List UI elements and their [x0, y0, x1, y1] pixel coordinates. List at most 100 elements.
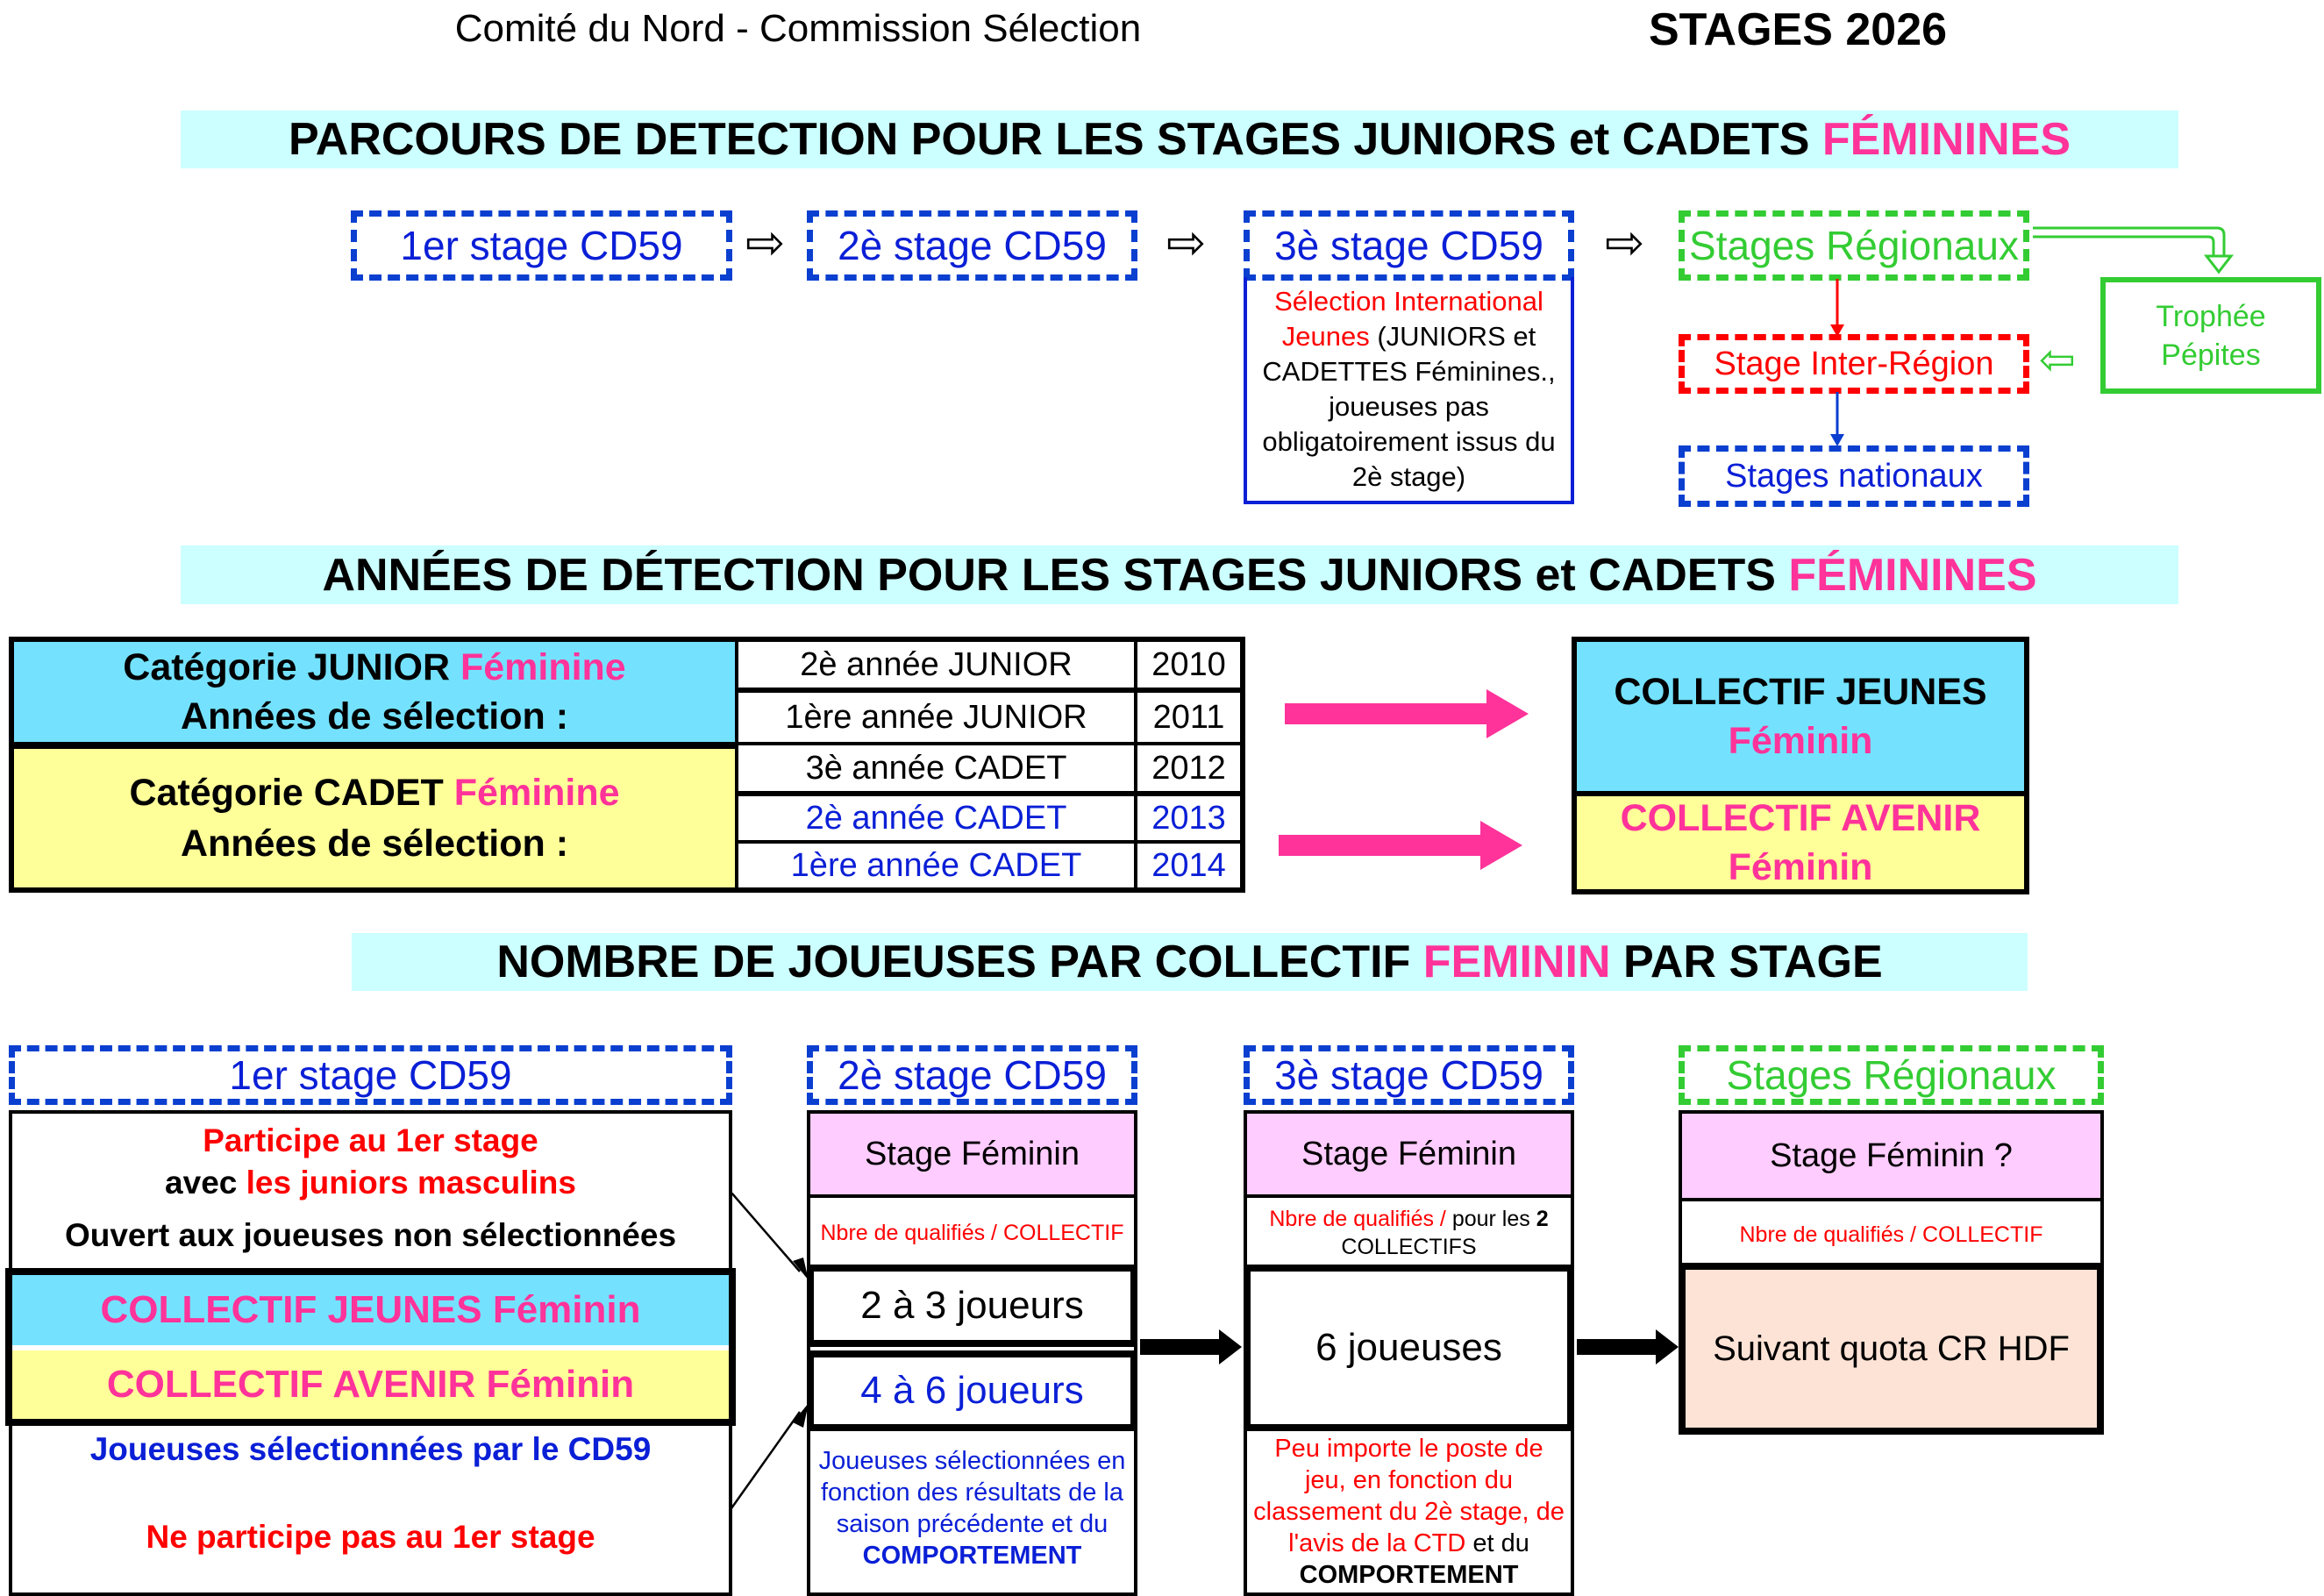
year-row-value: 2011	[1137, 693, 1240, 742]
flow-inter-region-label: Stage Inter-Région	[1714, 345, 1994, 382]
col1-selectionnees: Joueuses sélectionnées par le CD59	[89, 1431, 652, 1467]
col4-quota-label: Suivant quota CR HDF	[1713, 1329, 2070, 1368]
col3-count: 6 joueuses	[1244, 1265, 1574, 1431]
col2-avenir-count: 4 à 6 joueurs	[807, 1350, 1137, 1431]
flow-regional-label: Stages Régionaux	[1689, 223, 2019, 268]
flow-stage3-box: 3è stage CD59	[1244, 210, 1574, 281]
col3-stage-label: Stage Féminin	[1301, 1135, 1516, 1172]
col4-body: Stage Féminin ? Nbre de qualifiés / COLL…	[1679, 1110, 2104, 1268]
arrow-right-icon: ⇨	[1166, 217, 1207, 269]
arrow-right-pink-icon	[1279, 821, 1522, 870]
arrow-right-thick-icon	[1577, 1329, 1679, 1364]
col1-collectif-avenir: COLLECTIF AVENIR Féminin	[12, 1350, 729, 1419]
col2-avenir-count-label: 4 à 6 joueurs	[860, 1369, 1084, 1412]
flow-nationaux-box: Stages nationaux	[1679, 445, 2029, 507]
organization-title: Comité du Nord - Commission Sélection	[454, 7, 1142, 50]
junior-category-cell: Catégorie JUNIOR Féminine Années de séle…	[14, 642, 735, 742]
arrow-right-icon: ⇨	[1605, 217, 1645, 269]
year-row-label: 1ère année CADET	[738, 844, 1134, 887]
cadet-category-cell: Catégorie CADET Féminine Années de sélec…	[14, 749, 735, 887]
flow-stage2-box: 2è stage CD59	[807, 210, 1137, 281]
col1-collectif-jeunes-label: COLLECTIF JEUNES Féminin	[100, 1288, 641, 1331]
col3-nbre-red: Nbre de qualifiés /	[1269, 1207, 1452, 1231]
collectif-avenir-cell: COLLECTIF AVENIR Féminin	[1577, 796, 2024, 889]
col4-header-label: Stages Régionaux	[1726, 1052, 2057, 1098]
flow-stage1-label: 1er stage CD59	[400, 223, 683, 268]
col1-collectif-avenir-label: COLLECTIF AVENIR Féminin	[106, 1363, 635, 1406]
col1-ouvert: Ouvert aux joueuses non sélectionnées	[64, 1217, 677, 1253]
year-row-value: 2012	[1137, 745, 1240, 791]
collectif-avenir-accent: Féminin	[1728, 846, 1873, 888]
cadet-category-accent: Féminine	[453, 772, 620, 814]
col2-jeunes-count-label: 2 à 3 joueurs	[860, 1284, 1084, 1327]
arrow-down-blue-icon	[1830, 392, 1844, 446]
col1-juniors-masculins: les juniors masculins	[246, 1165, 576, 1201]
section2-title-accent: FÉMININES	[1788, 549, 2037, 601]
col3-count-label: 6 joueuses	[1315, 1326, 1502, 1369]
col4-nbre-cell: Nbre de qualifiés / COLLECTIF	[1682, 1205, 2100, 1265]
collectif-box: COLLECTIF JEUNES Féminin COLLECTIF AVENI…	[1572, 637, 2029, 894]
junior-category-accent: Féminine	[460, 646, 626, 688]
col3-header-label: 3è stage CD59	[1274, 1052, 1543, 1098]
trophee-line2: Pépites	[2161, 338, 2261, 372]
arrow-right-thick-icon	[1140, 1329, 1242, 1364]
col3-nbre-black: pour les	[1451, 1207, 1536, 1231]
col1-ne-participe: Ne participe pas au 1er stage	[146, 1519, 595, 1555]
trophee-pepites-box: Trophée Pépites	[2100, 277, 2321, 394]
col1-header-label: 1er stage CD59	[229, 1052, 512, 1098]
junior-category-label: Catégorie JUNIOR	[123, 646, 451, 688]
col3-nbre-cell: Nbre de qualifiés / pour les 2 COLLECTIF…	[1247, 1201, 1571, 1265]
collectif-avenir-label: COLLECTIF AVENIR	[1620, 797, 1981, 839]
col3-note-black: et du	[1465, 1529, 1529, 1557]
arrow-right-pink-icon	[1285, 689, 1529, 738]
flow-stage1-box: 1er stage CD59	[351, 210, 732, 281]
col2-nbre-cell: Nbre de qualifiés / COLLECTIF	[810, 1201, 1134, 1265]
col1-body: Participe au 1er stage avec les juniors …	[5, 1110, 736, 1596]
col2-note: Joueuses sélectionnées en fonction des r…	[810, 1438, 1134, 1578]
col2-nbre-label: Nbre de qualifiés / COLLECTIF	[820, 1220, 1124, 1245]
year-row-label: 1ère année JUNIOR	[738, 693, 1134, 742]
col2-header: 2è stage CD59	[807, 1045, 1137, 1105]
stage3-detail-black: (JUNIORS et CADETTES Féminines., joueuse…	[1262, 320, 1556, 492]
flow-stage2-label: 2è stage CD59	[838, 223, 1107, 268]
flow-inter-region-box: Stage Inter-Région	[1679, 334, 2029, 394]
arrow-right-icon: ⇨	[745, 217, 786, 269]
col2-stage-cell: Stage Féminin	[810, 1114, 1134, 1198]
col3-body: Stage Féminin Nbre de qualifiés / pour l…	[1244, 1110, 1574, 1596]
col2-stage-label: Stage Féminin	[864, 1135, 1080, 1172]
arrow-left-green-icon: ⇦	[2039, 335, 2076, 384]
col1-collectifs-box: COLLECTIF JEUNES Féminin COLLECTIF AVENI…	[5, 1268, 736, 1426]
page-title: STAGES 2026	[1648, 4, 1948, 55]
stage3-detail-box: Sélection International Jeunes (JUNIORS …	[1244, 277, 1574, 504]
stage3-detail-red: Sélection International Jeunes	[1274, 285, 1543, 352]
section3-title: NOMBRE DE JOUEUSES PAR COLLECTIF	[496, 937, 1411, 987]
col1-header: 1er stage CD59	[9, 1045, 732, 1105]
section3-banner: NOMBRE DE JOUEUSES PAR COLLECTIF FEMININ…	[352, 933, 2028, 991]
section2-banner: ANNÉES DE DÉTECTION POUR LES STAGES JUNI…	[181, 545, 2178, 604]
col3-nbre-bold: 2	[1536, 1207, 1549, 1231]
year-row-label: 3è année CADET	[738, 745, 1134, 791]
cadet-category-label: Catégorie CADET	[129, 772, 444, 814]
section3-title-accent: FEMININ	[1422, 937, 1611, 987]
arrow-down-red-icon	[1830, 279, 1844, 337]
col4-quota: Suivant quota CR HDF	[1679, 1263, 2104, 1435]
section2-title: ANNÉES DE DÉTECTION POUR LES STAGES JUNI…	[322, 549, 1776, 601]
col1-collectif-jeunes: COLLECTIF JEUNES Féminin	[12, 1275, 729, 1345]
year-row-label: 2è année CADET	[738, 796, 1134, 840]
col3-nbre-line2: COLLECTIFS	[1341, 1235, 1477, 1259]
col1-participe: Participe au 1er stage	[203, 1122, 538, 1158]
year-row-label: 2è année JUNIOR	[738, 642, 1134, 688]
section1-title-accent: FÉMININES	[1821, 114, 2071, 165]
col2-body: Stage Féminin Nbre de qualifiés / COLLEC…	[807, 1110, 1137, 1596]
collectif-jeunes-cell: COLLECTIF JEUNES Féminin	[1577, 642, 2024, 791]
years-table: Catégorie JUNIOR Féminine Années de séle…	[9, 637, 1245, 893]
col2-note-text: Joueuses sélectionnées en fonction des r…	[818, 1447, 1126, 1538]
flow-regional-box: Stages Régionaux	[1679, 210, 2029, 281]
bent-arrow-green-icon	[2033, 226, 2235, 274]
connector-arrows-icon	[730, 1193, 809, 1509]
flow-stage3-label: 3è stage CD59	[1274, 223, 1543, 268]
section1-title: PARCOURS DE DETECTION POUR LES STAGES JU…	[288, 114, 1810, 165]
col3-header: 3è stage CD59	[1244, 1045, 1574, 1105]
col3-stage-cell: Stage Féminin	[1247, 1114, 1571, 1198]
col2-jeunes-count: 2 à 3 joueurs	[807, 1265, 1137, 1347]
